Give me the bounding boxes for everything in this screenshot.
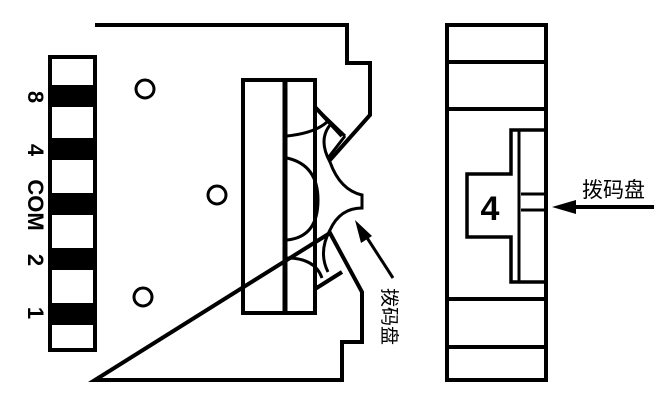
arrow-icon xyxy=(552,200,576,214)
mounting-hole xyxy=(134,78,156,100)
dial-side xyxy=(465,128,546,284)
pin-label-1: 1 xyxy=(23,307,48,319)
dial-window xyxy=(241,78,317,315)
pin-label-4: 4 xyxy=(23,144,48,157)
mounting-hole xyxy=(206,184,228,206)
right-callout-label: 拨码盘 xyxy=(582,178,645,202)
dial-value: 4 xyxy=(481,190,500,228)
arrow-icon xyxy=(355,220,372,243)
dial-wheel xyxy=(286,120,364,279)
pin-contacts xyxy=(50,85,95,325)
pin-label-8: 8 xyxy=(23,91,48,103)
housing-outline xyxy=(88,23,372,382)
pin-label-com: COM xyxy=(23,179,48,230)
left-callout-label: 拨码盘 xyxy=(378,288,400,345)
mounting-hole xyxy=(132,286,154,308)
side-housing xyxy=(445,23,548,382)
pin-label-2: 2 xyxy=(23,254,48,266)
